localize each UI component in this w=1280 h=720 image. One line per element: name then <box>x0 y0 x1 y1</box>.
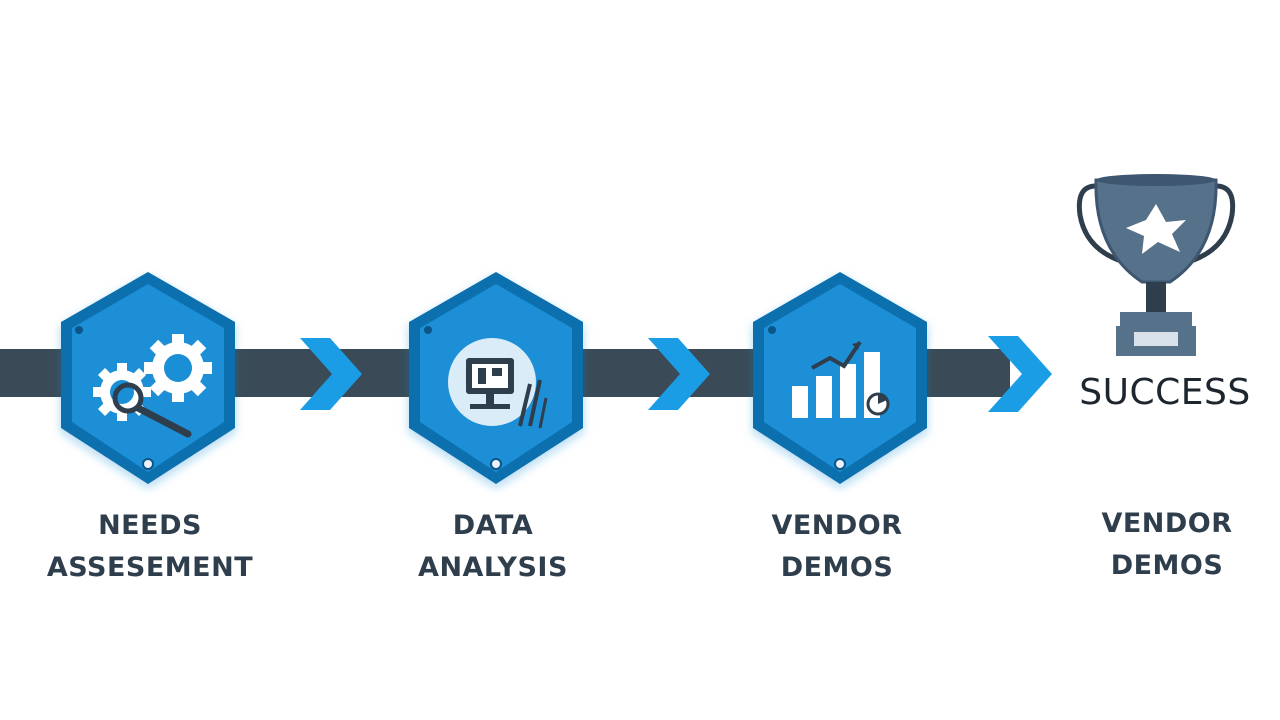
step-label-line1: VENDOR <box>1101 508 1233 539</box>
step-arrow-2 <box>648 338 710 410</box>
step-label-vendor: VENDOR DEMOS <box>707 505 967 589</box>
step-label-line2: DEMOS <box>780 552 894 583</box>
step-label-line2: ANALYSIS <box>418 552 568 583</box>
step-label-line1: DATA <box>452 510 534 541</box>
bar-chart-icon <box>792 340 890 418</box>
step-label-data: DATA ANALYSIS <box>363 505 623 589</box>
step-label-final: VENDOR DEMOS <box>1037 503 1280 587</box>
step-label-needs: NEEDS ASSESEMENT <box>20 505 280 589</box>
step-label-line2: DEMOS <box>1110 550 1224 581</box>
step-arrow-3 <box>988 336 1052 412</box>
trophy-icon <box>1076 174 1236 356</box>
success-label: SUCCESS <box>1079 372 1251 413</box>
monitor-tools-icon <box>448 338 548 429</box>
step-arrow-1 <box>300 338 362 410</box>
step-label-line2: ASSESEMENT <box>46 552 254 583</box>
gears-magnifier-icon <box>93 334 212 438</box>
step-hexagon-needs <box>61 272 235 484</box>
step-label-line1: NEEDS <box>98 510 202 541</box>
step-label-line1: VENDOR <box>771 510 903 541</box>
